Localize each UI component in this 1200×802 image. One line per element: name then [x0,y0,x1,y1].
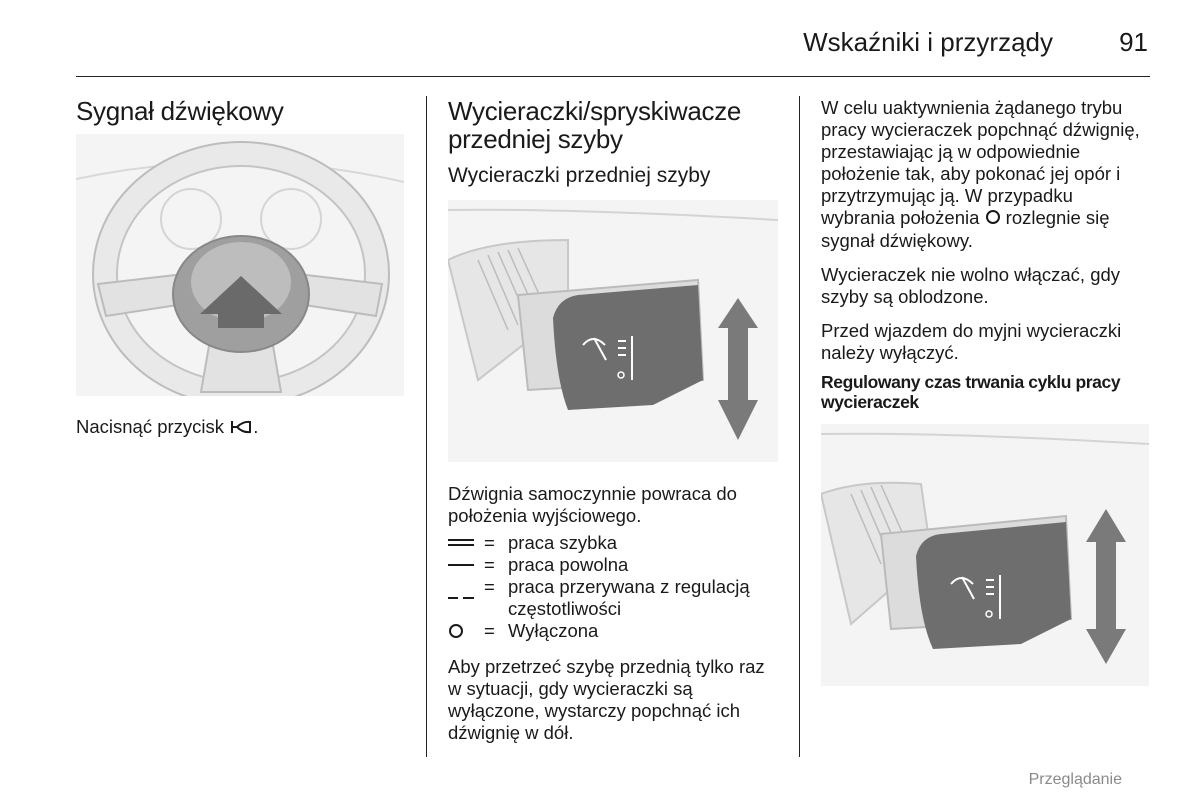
single-wipe-text: Aby przetrzeć szybę przednią tylko raz w… [448,656,765,743]
page-number: 91 [1119,27,1148,57]
legend-row-interval: = praca przerywana z regulacją częstotli… [448,576,788,620]
section-title: Wskaźniki i przyrządy [803,27,1053,57]
dashed-line-icon [448,576,484,620]
ice-warning-text: Wycieraczek nie wolno włączać, gdy szyby… [821,264,1121,307]
wipers-heading: Wycieraczki/spryskiwacze przedniej szyby [448,96,742,154]
footer-label: Przeglądanie [1028,771,1122,788]
legend-row-slow: = praca powolna [448,554,788,576]
interval-lever-illustration [819,424,1150,686]
horn-icon [229,418,253,440]
column-divider-1 [426,96,427,757]
legend-row-fast: = praca szybka [448,532,788,554]
steering-wheel-illustration [75,134,405,407]
header-divider [76,76,1150,77]
double-line-icon [448,532,484,554]
column-divider-2 [799,96,800,757]
circle-icon [448,620,484,642]
horn-heading: Sygnał dźwiękowy [76,96,284,126]
single-line-icon [448,554,484,576]
wiper-mode-text: W celu uaktywnienia żądanego trybu pracy… [821,97,1151,376]
lever-return-text: Dźwignia samoczynnie powraca do położeni… [448,483,737,526]
legend-row-off: = Wyłączona [448,620,788,642]
circle-icon [985,208,1001,230]
wiper-lever-illustration [446,200,779,462]
front-wipers-subheading: Wycieraczki przedniej szyby [448,164,711,187]
car-wash-text: Przed wjazdem do myjni wycieraczki należ… [821,320,1122,363]
interval-subheading: Regulowany czas trwania cyklu pracy wyci… [821,372,1121,412]
horn-instruction: Nacisnąć przycisk . [76,416,258,440]
wiper-mode-legend: = praca szybka = praca powolna = praca p… [448,532,788,642]
